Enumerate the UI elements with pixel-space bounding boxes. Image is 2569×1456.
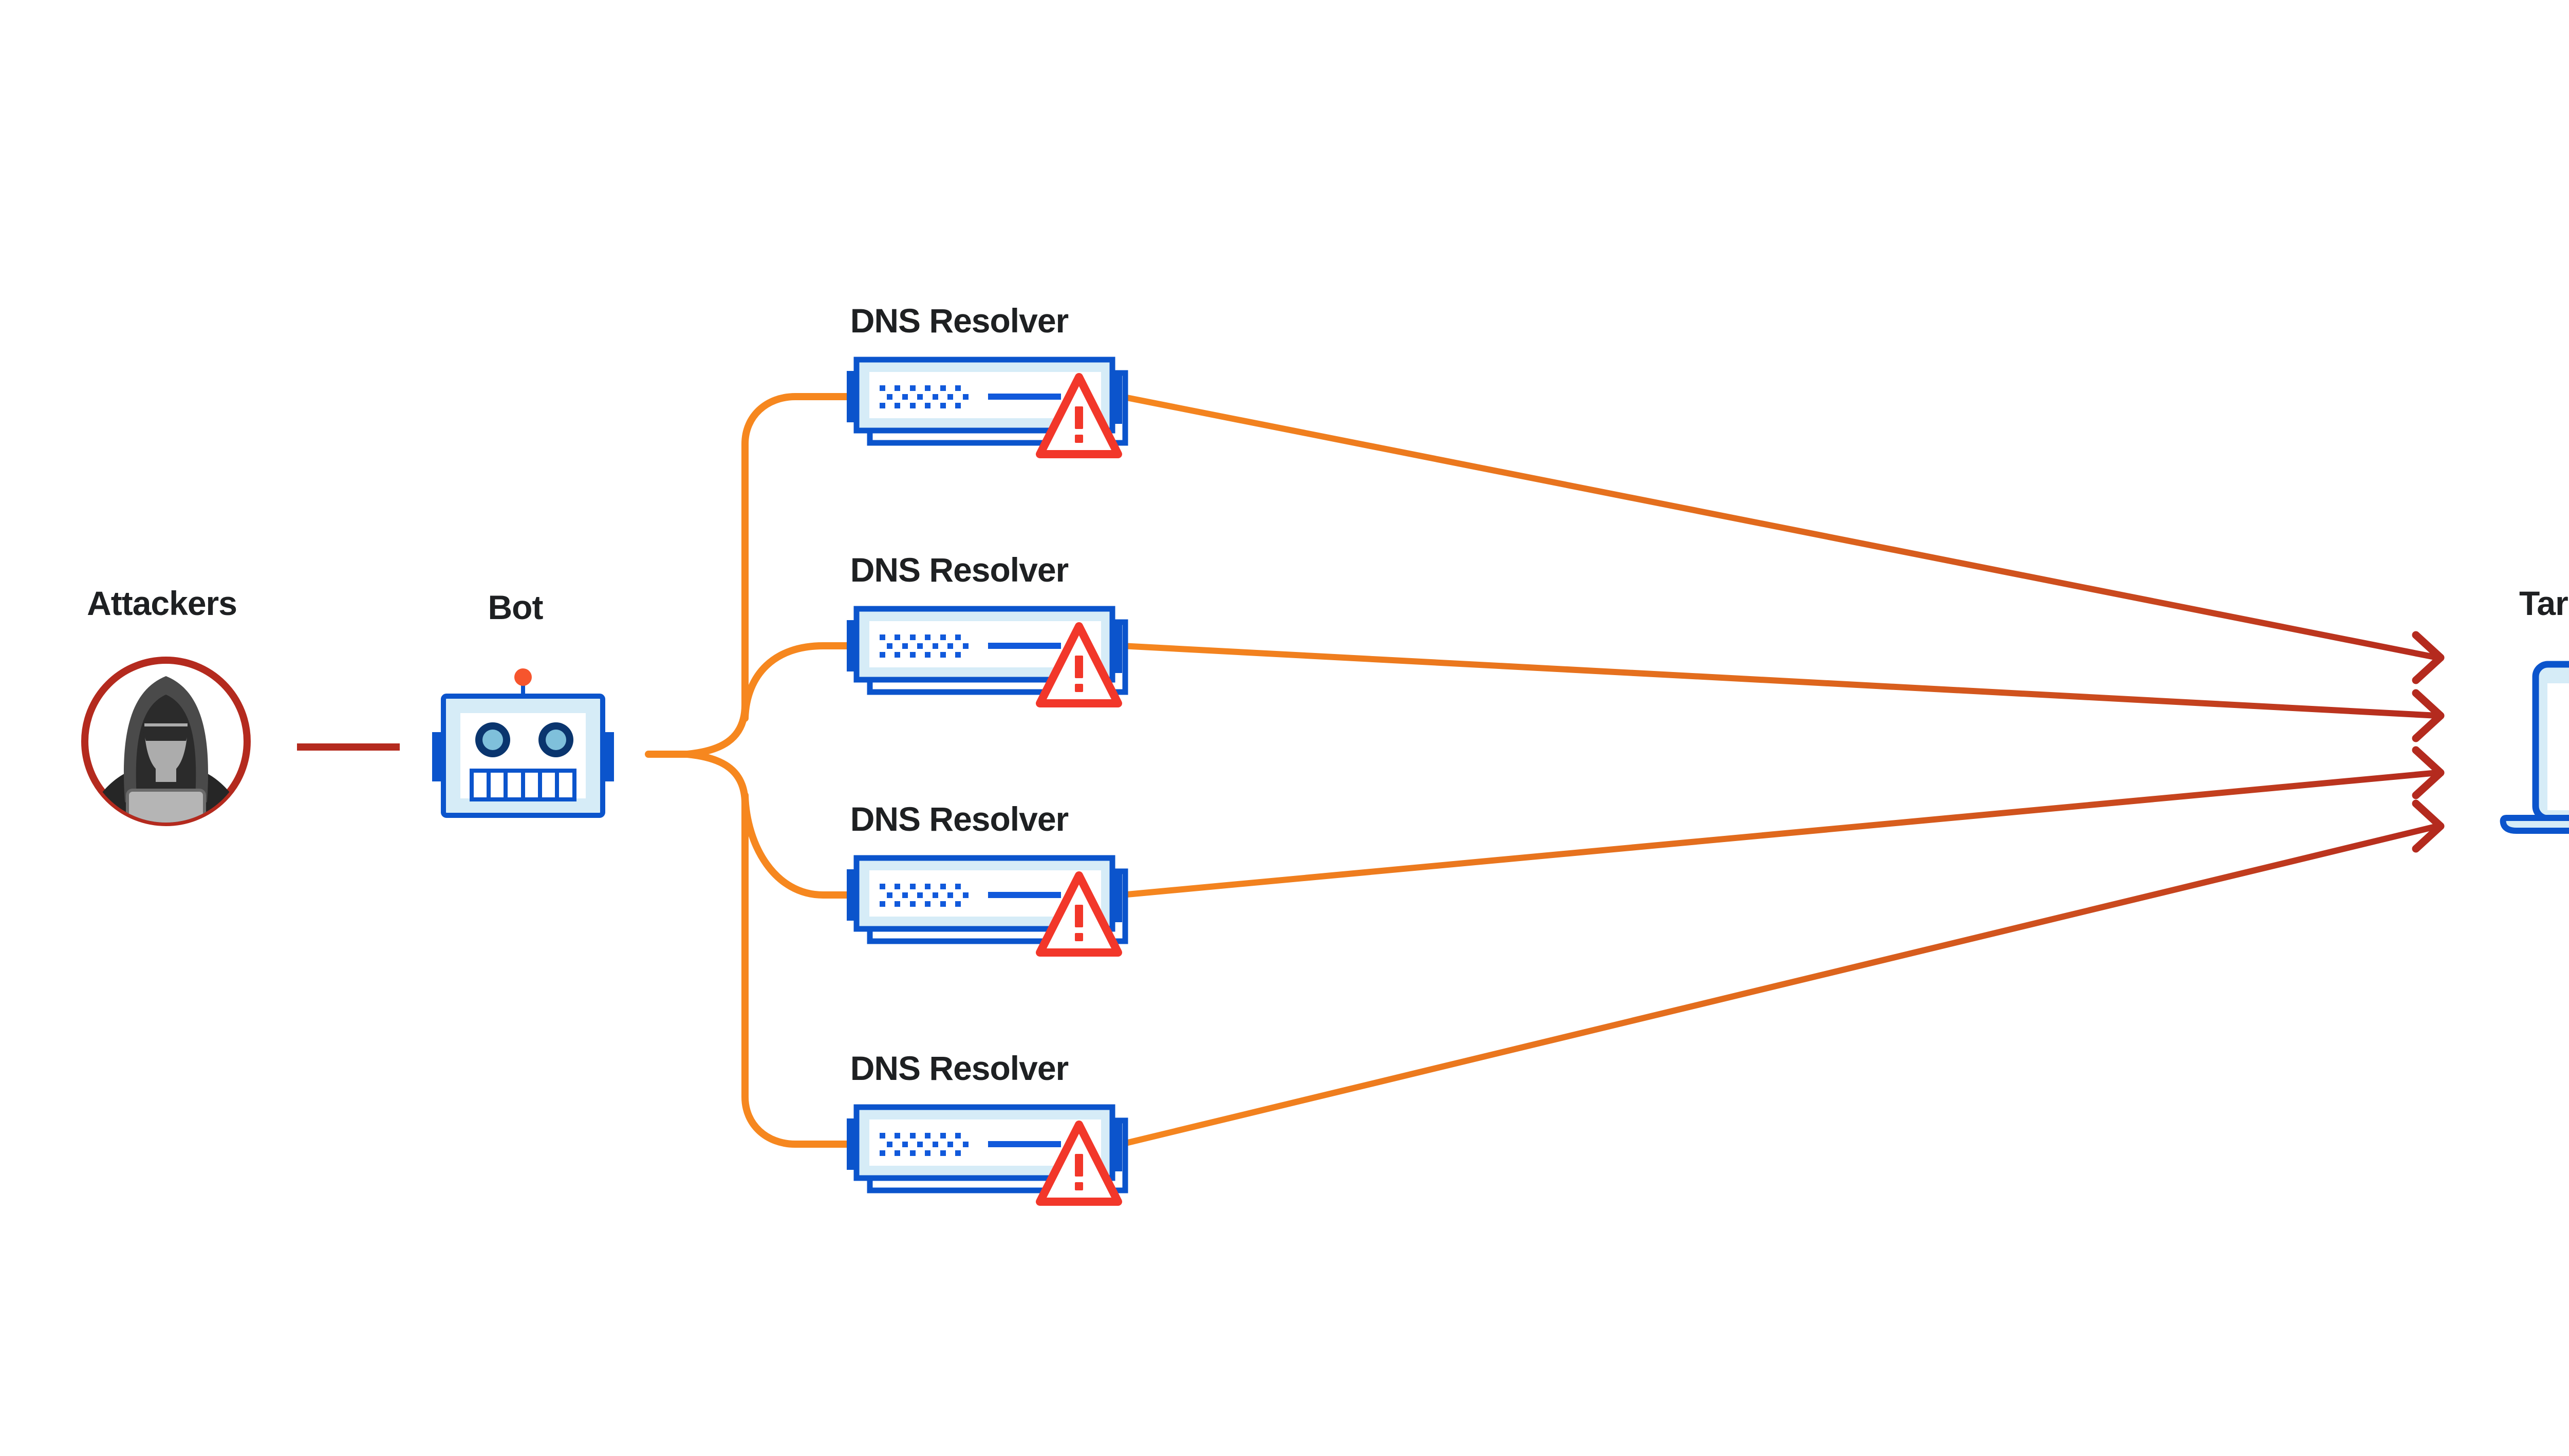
dns-server-icon	[847, 360, 1125, 454]
attack-line-1	[1121, 394, 2438, 661]
laptop-base	[2500, 815, 2569, 834]
dns-resolver-label: DNS Resolver	[850, 1049, 1069, 1087]
victim-label: Targeted Victim	[2519, 584, 2569, 622]
robot-icon	[432, 668, 614, 818]
attackers-label: Attackers	[87, 584, 237, 622]
dns-resolver-node-1: DNS Resolver	[847, 302, 1125, 454]
attack-line-4	[1121, 823, 2438, 1147]
bot-node: Bot	[432, 588, 614, 818]
arrowhead-4	[2412, 799, 2445, 853]
dns-resolver-label: DNS Resolver	[850, 551, 1069, 589]
dns-resolver-node-4: DNS Resolver	[847, 1049, 1125, 1202]
victim-node: Targeted Victim	[2500, 584, 2569, 834]
arrowhead-3	[2412, 746, 2445, 799]
hacker-icon	[81, 657, 251, 826]
dns-resolver-node-2: DNS Resolver	[847, 551, 1125, 703]
dns-server-icon	[847, 1107, 1125, 1202]
edge-resolvers-to-victim	[1121, 394, 2438, 1147]
arrowhead-2	[2412, 689, 2445, 742]
attack-line-3	[1121, 770, 2438, 898]
arrowhead-1	[2412, 631, 2445, 684]
dns-server-icon	[847, 858, 1125, 953]
arrowheads	[2412, 631, 2445, 853]
dns-resolver-label: DNS Resolver	[850, 800, 1069, 838]
robot-mouth	[470, 769, 576, 801]
bot-label: Bot	[488, 588, 544, 626]
laptop-screen	[2547, 683, 2569, 810]
edge-to-resolver-2	[741, 642, 851, 722]
edge-to-resolver-4	[684, 751, 851, 1148]
laptop-icon	[2500, 661, 2569, 834]
edge-bot-to-resolvers	[645, 393, 851, 1148]
edge-to-resolver-3	[741, 792, 851, 899]
attack-line-2	[1121, 643, 2438, 719]
robot-eyes	[475, 722, 573, 757]
robot-antenna-tip	[514, 668, 532, 686]
edge-to-resolver-1	[684, 393, 851, 758]
dns-resolver-node-3: DNS Resolver	[847, 800, 1125, 953]
attackers-node: Attackers	[81, 584, 251, 826]
dns-resolver-label: DNS Resolver	[850, 302, 1069, 340]
dns-server-icon	[847, 609, 1125, 703]
edges-layer	[297, 393, 2445, 1148]
